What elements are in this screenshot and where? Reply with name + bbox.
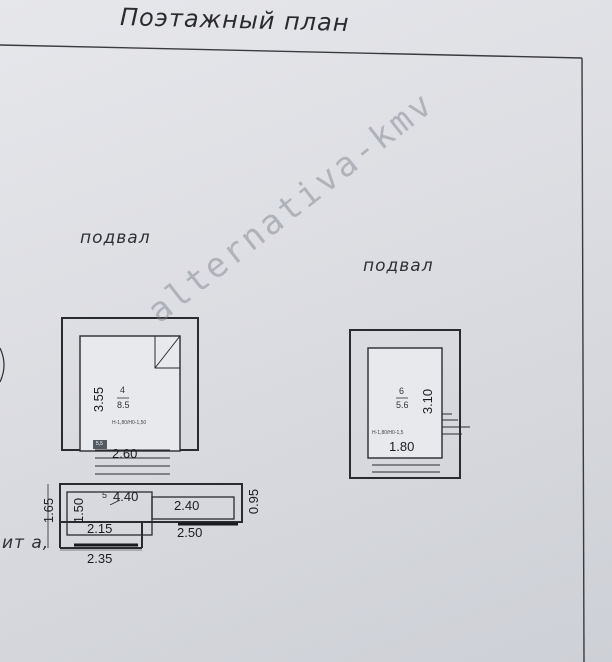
label-fragment-left: ит а, (2, 533, 50, 553)
dim-room6-width: 1.80 (389, 439, 415, 454)
edge-arc (0, 347, 5, 383)
dim-bottom-outer: 2.35 (87, 551, 113, 566)
frame-right-line (581, 57, 585, 662)
room-6-walls (349, 329, 470, 479)
room-6-area: 5.6 (396, 400, 409, 410)
room-5-walls (59, 483, 243, 549)
dim-left-height: 3.55 (91, 386, 107, 413)
room-4-area: 8.5 (117, 400, 130, 410)
room-4-number: 4 (120, 385, 126, 395)
label-basement-left: подвал (80, 228, 151, 248)
dim-bottom-inner: 2.15 (87, 521, 113, 536)
room-6-height-note: Н-1,80/Н0-1,5 (372, 430, 404, 436)
room-5-number: 5 (102, 490, 108, 500)
dim-right-bottom: 2.50 (177, 525, 203, 540)
page-title: Поэтажный план (119, 3, 350, 37)
dim-right-part: 2.40 (174, 498, 200, 513)
dim-right-height: 0.95 (246, 488, 262, 515)
room-6-number: 6 (399, 386, 405, 396)
dim-room6-height: 3.10 (420, 388, 436, 415)
frame-top-line (0, 44, 583, 59)
dim-inner-height: 1.50 (71, 497, 87, 524)
dim-corridor-length: 4.40 (113, 489, 139, 504)
room-4-marker: 5,5 (96, 441, 103, 447)
dim-left-width: 2.60 (112, 446, 138, 461)
label-basement-right: подвал (363, 256, 434, 276)
dim-outer-height: 1.65 (41, 497, 57, 524)
room-4-walls (61, 317, 199, 475)
door-marker (93, 440, 107, 449)
room-4-height-note: Н-1,80/Н0-1,50 (112, 420, 147, 426)
